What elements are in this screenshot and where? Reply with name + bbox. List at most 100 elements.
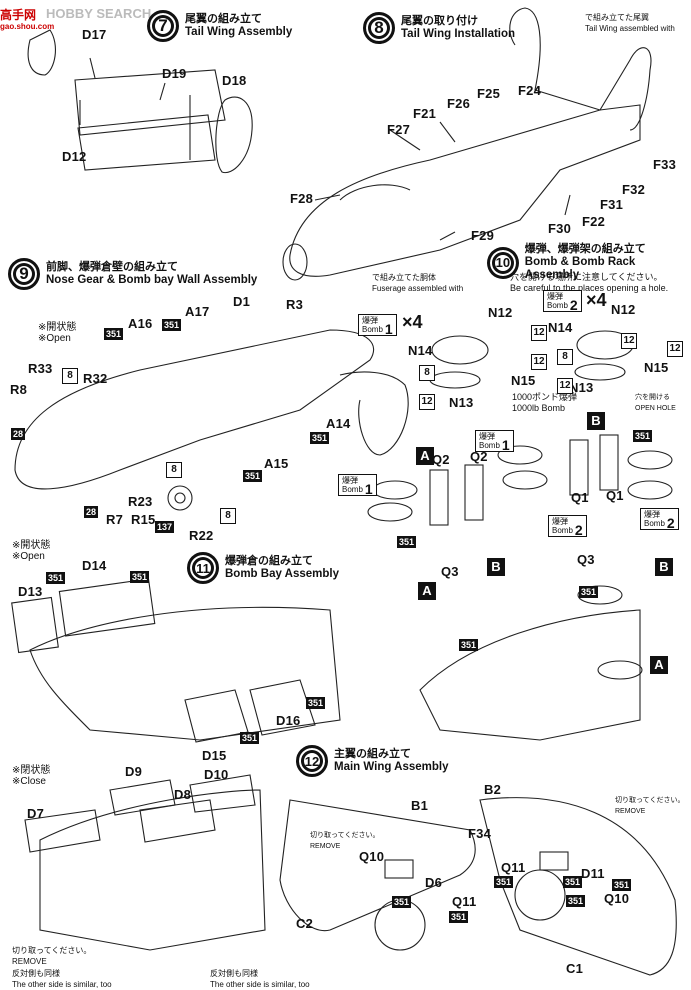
remove-note-wing-right: 切り取ってください。REMOVE <box>615 797 685 815</box>
stabilizer-bottom <box>77 114 216 171</box>
bomb-multiplier: ×4 <box>586 290 607 310</box>
open-note-9: ※開状態※Open <box>38 322 77 344</box>
part-label: Q10 <box>604 891 630 906</box>
color-code-351: 351 <box>46 572 66 584</box>
watermark-url: gao.shou.com <box>0 22 55 31</box>
color-code-351: 351 <box>633 430 653 442</box>
step-title-jp: 前脚、爆弾倉壁の組み立て <box>46 261 178 273</box>
part-label: F26 <box>447 96 471 111</box>
color-code-137: 137 <box>155 521 175 533</box>
color-code-8: 8 <box>62 368 78 384</box>
part-label: D16 <box>276 713 301 728</box>
marker-b: B <box>487 558 505 576</box>
part-label: F22 <box>582 214 606 229</box>
part-label: A17 <box>185 304 210 319</box>
color-code-351: 351 <box>449 911 469 923</box>
step-title-jp: 爆弾倉の組み立て <box>225 555 313 567</box>
part-label: D15 <box>202 748 227 763</box>
hole-note: 穴を開ける場所に注意してください。Be careful to the place… <box>510 272 669 293</box>
step-number: 8 <box>363 12 395 44</box>
part-label: F34 <box>468 826 492 841</box>
part-label: F28 <box>290 191 314 206</box>
part-label: D1 <box>233 294 251 309</box>
wing-stub-9 <box>339 371 409 456</box>
color-code-8: 8 <box>557 349 573 365</box>
color-code-12: 12 <box>621 333 637 349</box>
color-code-351: 351 <box>494 876 514 888</box>
step-title-jp: 爆弾、爆弾架の組み立て <box>524 243 646 255</box>
part-label: Q3 <box>577 552 595 567</box>
step-number: 11 <box>187 552 219 584</box>
color-code-351: 351 <box>612 879 632 891</box>
step-title-en: Nose Gear & Bomb bay Wall Assembly <box>46 274 258 286</box>
part-label: N13 <box>569 380 594 395</box>
part-label: R3 <box>286 297 304 312</box>
step-title-en: Bomb Bay Assembly <box>225 568 339 580</box>
part-label: Q1 <box>606 488 624 503</box>
step-title-jp: 主翼の組み立て <box>334 748 411 760</box>
part-label: R22 <box>189 528 214 543</box>
part-label: D13 <box>18 584 43 599</box>
color-code-8: 8 <box>220 508 236 524</box>
part-label: F30 <box>548 221 572 236</box>
part-label: N15 <box>644 360 669 375</box>
step-title-jp: 尾翼の組み立て <box>185 13 262 25</box>
color-code-351: 351 <box>566 895 586 907</box>
part-label: Q10 <box>359 849 385 864</box>
part-label: D19 <box>162 66 187 81</box>
step-number: 9 <box>8 258 40 290</box>
part-label: R33 <box>28 361 53 376</box>
part-label: D11 <box>581 866 605 881</box>
step-title-en: Tail Wing Assembly <box>185 26 293 38</box>
color-code-351: 351 <box>104 328 124 340</box>
color-code-351: 351 <box>563 876 583 888</box>
part-label: D14 <box>82 558 107 573</box>
watermark-logo: 高手网 <box>0 8 37 22</box>
part-label: F24 <box>518 83 542 98</box>
part-label: D17 <box>82 27 107 42</box>
part-label: R32 <box>83 371 108 386</box>
color-code-351: 351 <box>243 470 263 482</box>
remove-note-left: 切り取ってください。REMOVE <box>12 946 92 966</box>
color-code-351: 351 <box>397 536 417 548</box>
color-code-351: 351 <box>392 896 412 908</box>
color-code-28: 28 <box>84 506 99 518</box>
part-label: F27 <box>387 122 411 137</box>
part-label: D9 <box>125 764 143 779</box>
main-wing-left <box>279 799 476 932</box>
part-label: D7 <box>27 806 45 821</box>
part-label: R7 <box>106 512 124 527</box>
part-label: A15 <box>264 456 289 471</box>
part-label: F29 <box>471 228 495 243</box>
part-label: Q3 <box>441 564 459 579</box>
part-label: C2 <box>296 916 314 931</box>
color-code-8: 8 <box>166 462 182 478</box>
close-note: ※閉状態※Close <box>12 765 51 787</box>
fuselage-8 <box>289 104 641 277</box>
fin-d18 <box>215 96 253 174</box>
tail-assembly-8 <box>509 7 652 131</box>
part-label: Q2 <box>432 452 450 467</box>
part-label: A16 <box>128 316 153 331</box>
color-code-351: 351 <box>162 319 182 331</box>
step-title-en: Tail Wing Installation <box>401 28 516 40</box>
open-note-11: ※開状態※Open <box>12 540 51 562</box>
color-code-351: 351 <box>579 586 599 598</box>
fuselage-9 <box>14 329 375 490</box>
part-label: F32 <box>622 182 646 197</box>
marker-b: B <box>655 558 673 576</box>
